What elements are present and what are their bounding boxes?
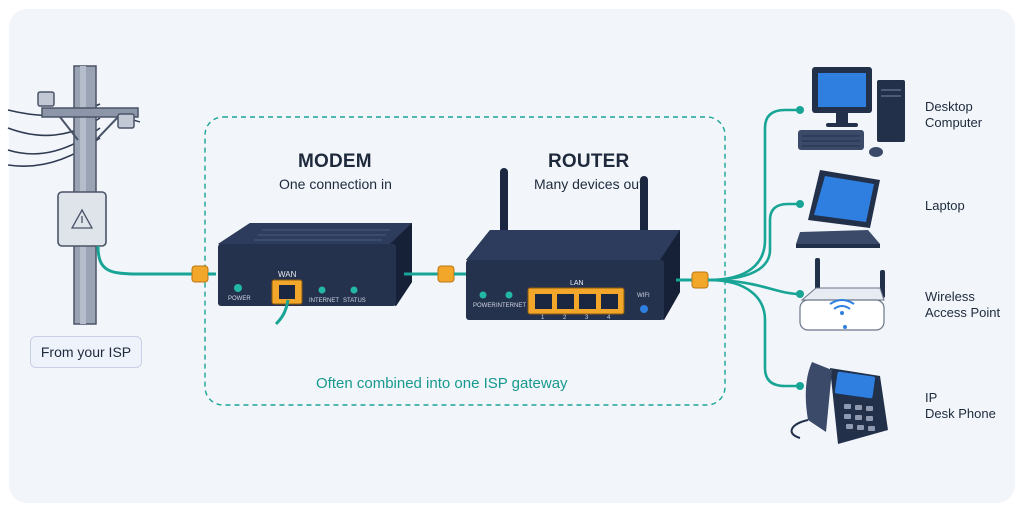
router-port-4-label: 4 [607, 315, 611, 321]
modem-led-status-label: STATUS [343, 298, 366, 304]
laptop-icon [796, 170, 880, 248]
device-desktop-line1: Desktop [925, 99, 973, 114]
router-port-3-label: 3 [585, 315, 589, 321]
modem-subtitle: One connection in [279, 176, 392, 192]
device-cables [707, 108, 801, 388]
modem-title: MODEM [298, 151, 372, 172]
router-led-internet-label: INTERNET [496, 303, 526, 309]
router-subtitle: Many devices out [534, 176, 643, 192]
modem-wan-label: WAN [278, 270, 297, 279]
isp-cable [96, 245, 200, 276]
modem-led-power-label: POWER [228, 296, 251, 302]
router-icon [466, 168, 680, 320]
router-led-power-label: POWER [473, 303, 496, 309]
device-label-desk-phone: IP Desk Phone [925, 390, 996, 422]
device-ap-line2: Access Point [925, 305, 1001, 320]
device-laptop-line1: Laptop [925, 198, 965, 213]
isp-source-label: From your ISP [30, 336, 142, 368]
router-port-2-label: 2 [563, 315, 567, 321]
connector-router-devices [691, 271, 709, 289]
device-label-laptop: Laptop [925, 198, 965, 214]
device-phone-line1: IP [925, 390, 938, 405]
ip-desk-phone-icon [790, 362, 888, 444]
device-label-desktop: Desktop Computer [925, 99, 982, 131]
router-port-1-label: 1 [541, 315, 545, 321]
utility-pole-icon [7, 65, 141, 325]
device-desktop-line2: Computer [925, 115, 983, 130]
gateway-note: Often combined into one ISP gateway [316, 375, 568, 392]
device-phone-line2: Desk Phone [925, 406, 996, 421]
router-lan-label: LAN [570, 280, 584, 287]
router-title: ROUTER [548, 151, 630, 172]
connector-isp-modem [191, 265, 209, 283]
device-label-access-point: Wireless Access Point [925, 289, 1000, 321]
modem-led-internet-label: INTERNET [309, 298, 339, 304]
modem-icon [218, 223, 412, 326]
connector-modem-router [437, 265, 455, 283]
router-wifi-label: WIFI [637, 293, 650, 299]
device-ap-line1: Wireless [925, 289, 975, 304]
wireless-access-point-icon [799, 258, 885, 331]
desktop-computer-icon [798, 67, 905, 157]
